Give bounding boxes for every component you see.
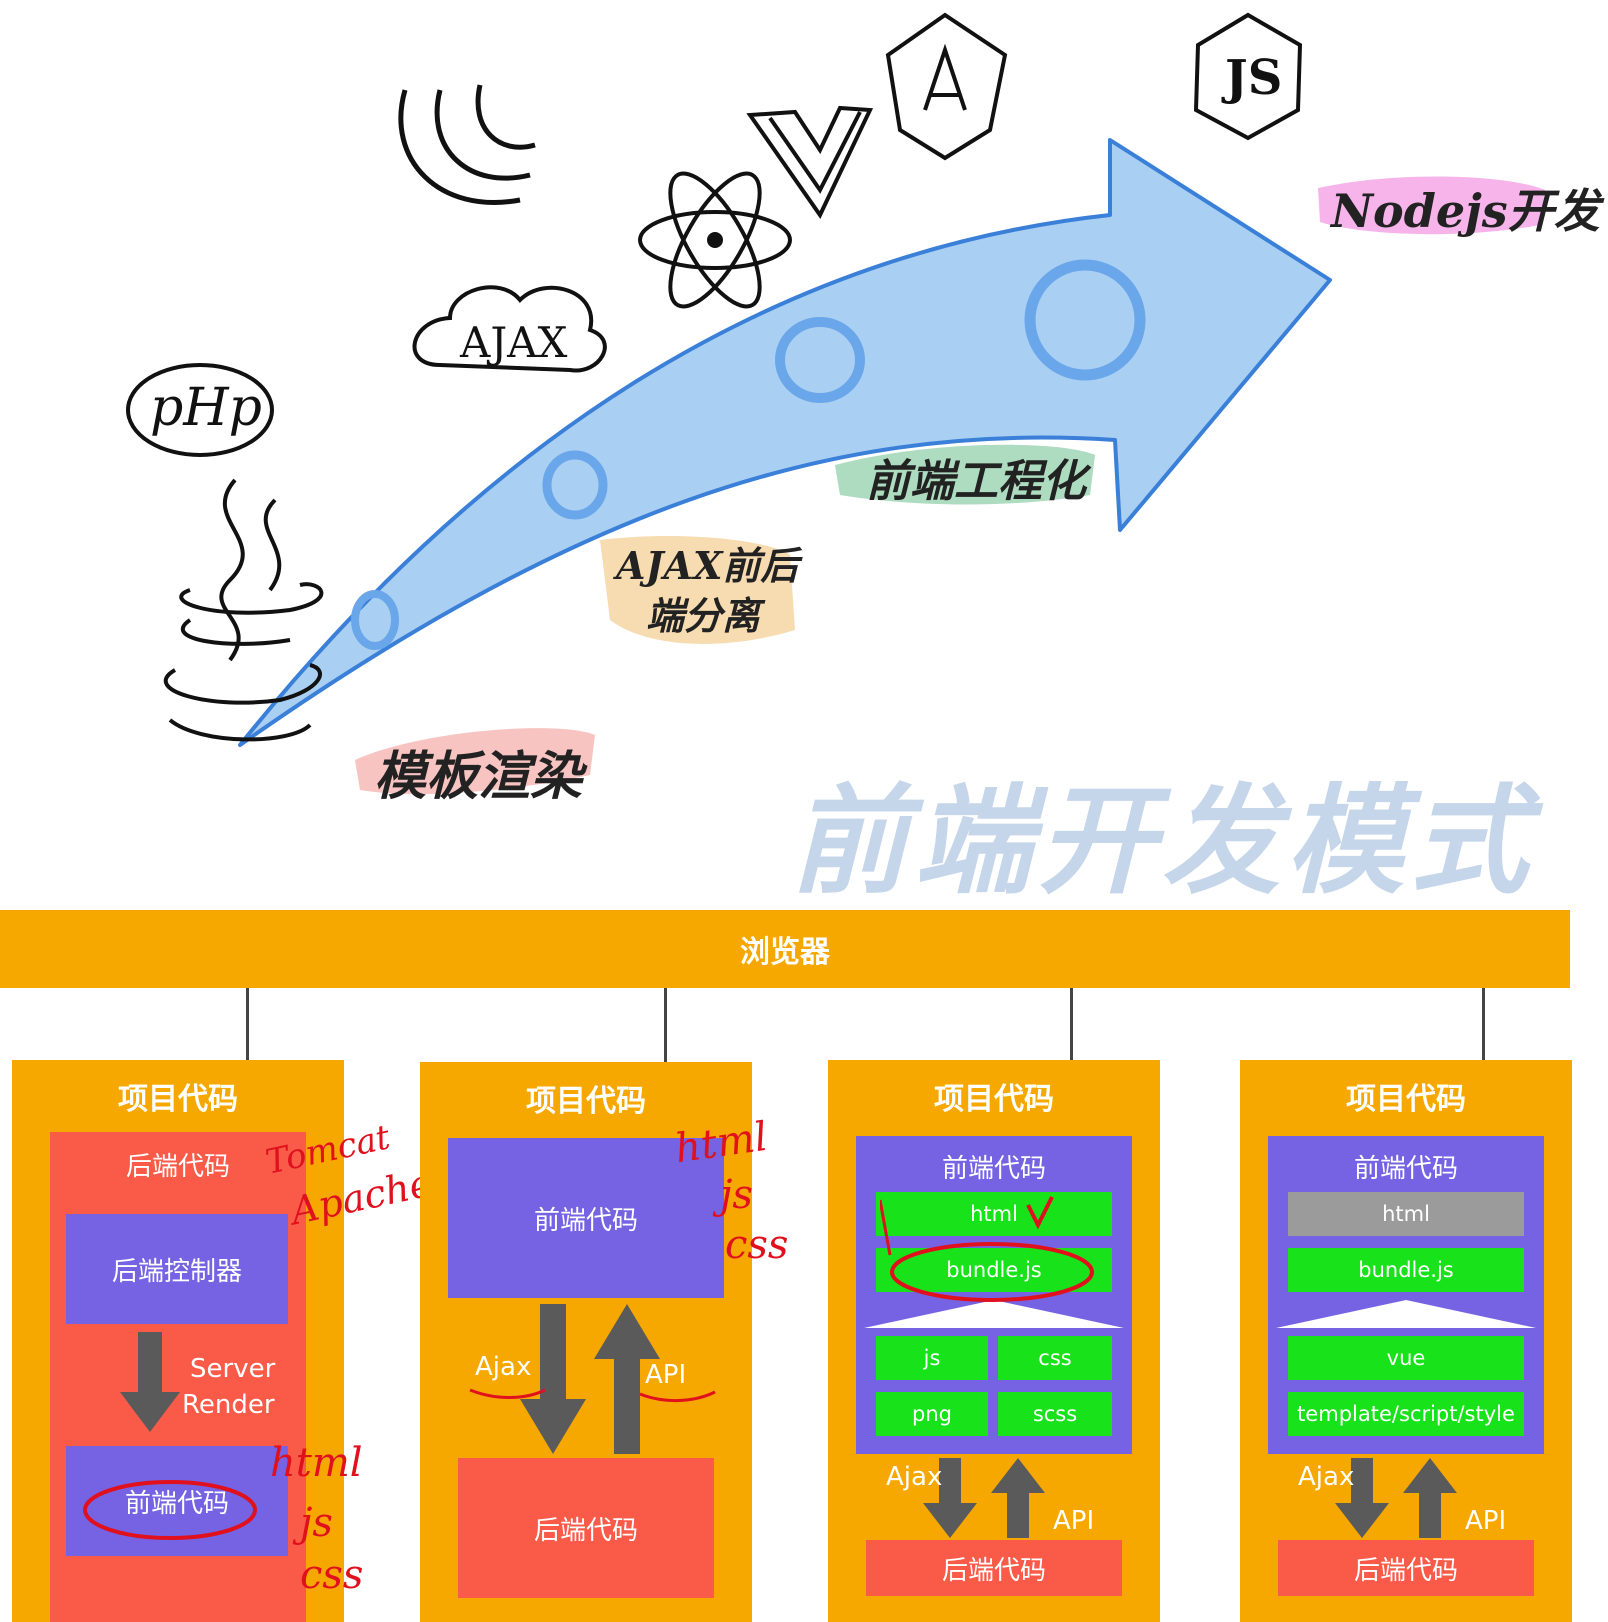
column-4-html: html	[1288, 1192, 1524, 1236]
ajax-cloud-outline	[412, 285, 607, 373]
ajax-separation-highlight	[600, 535, 795, 644]
arrow-dot-2	[542, 450, 608, 520]
angular-icon	[885, 12, 1008, 161]
browser-label: 浏览器	[740, 935, 830, 970]
dev-evolution-sketch: pHp AJAX JS 模板渲染 AJAX前后 端分离 前端工程化 Nodejs…	[126, 12, 1600, 910]
column-3-png-label: png	[912, 1402, 952, 1426]
column-4-tss: template/script/style	[1288, 1392, 1524, 1436]
column-4-frontend: 前端代码 html bundle.js vue template/script/…	[1268, 1136, 1544, 1454]
note-css-1: css	[300, 1552, 364, 1598]
column-1-controller: 后端控制器	[66, 1214, 288, 1324]
column-3-api: API	[1053, 1506, 1095, 1536]
column-2-ajax-api-arrows	[520, 1304, 660, 1454]
column-2-frontend: 前端代码	[448, 1138, 724, 1298]
php-logo-outline	[126, 363, 274, 457]
stage-ajax-separation-line2: 端分离	[646, 593, 761, 638]
ajax-logo-text: AJAX	[460, 318, 568, 367]
column-4-vue: vue	[1288, 1336, 1524, 1380]
column-4-frontend-label: 前端代码	[1353, 1154, 1458, 1184]
column-3-ajax-api-arrows	[923, 1458, 1045, 1538]
column-4-bundle-label: bundle.js	[1358, 1258, 1454, 1282]
stage-ajax-separation-line1: AJAX前后	[616, 543, 799, 588]
evolution-arrow	[238, 138, 1332, 747]
arrow-dot-1	[351, 590, 399, 650]
note-css-2: css	[725, 1222, 789, 1268]
template-render-highlight	[355, 728, 595, 795]
column-3-html-label: html	[970, 1202, 1018, 1226]
node-icon	[1193, 12, 1303, 141]
node-logo-text: JS	[1225, 50, 1283, 106]
column-2-title: 项目代码	[526, 1084, 646, 1119]
column-2-underlines	[469, 1388, 716, 1403]
column-4-api: API	[1465, 1506, 1507, 1536]
column-4-ajax-api-arrows	[1335, 1458, 1457, 1538]
column-1-backend-label: 后端代码	[125, 1152, 230, 1182]
column-1-server: Server	[190, 1354, 276, 1384]
column-3-frontend: 前端代码 html bundle.js js css png scss	[856, 1136, 1132, 1454]
sketch-drawing	[126, 12, 1545, 795]
jquery-icon	[398, 84, 536, 205]
column-2-backend: 后端代码	[458, 1458, 714, 1598]
browser-bar: 浏览器	[0, 910, 1570, 988]
engineering-highlight	[835, 444, 1095, 505]
column-2-ajax: Ajax	[475, 1352, 532, 1382]
column-4-title: 项目代码	[1346, 1082, 1466, 1117]
arrow-dot-3	[775, 317, 865, 403]
note-js-2: js	[720, 1172, 753, 1218]
column-1-title: 项目代码	[118, 1082, 238, 1117]
column-4-tss-label: template/script/style	[1297, 1402, 1515, 1426]
column-1-project: 项目代码 后端代码 后端控制器 Server Render 前端代码	[12, 1060, 344, 1622]
column-1-down-arrow	[120, 1332, 180, 1432]
column-4-html-label: html	[1382, 1202, 1430, 1226]
column-3-scss-label: scss	[1032, 1402, 1078, 1426]
stage-nodejs: Nodejs开发	[1331, 184, 1600, 238]
browser-line-2	[664, 988, 667, 1128]
column-3-css-label: css	[1038, 1346, 1072, 1370]
column-4-backend: 后端代码	[1278, 1540, 1534, 1596]
column-3-png: png	[876, 1392, 988, 1436]
php-logo-text: pHp	[150, 378, 262, 438]
column-3-js-label: js	[923, 1346, 941, 1370]
column-3-title: 项目代码	[934, 1082, 1054, 1117]
column-4-build-arrow	[1276, 1300, 1536, 1328]
column-4-ajax: Ajax	[1298, 1462, 1355, 1492]
stage-template-render: 模板渲染	[374, 746, 583, 807]
nodejs-highlight	[1318, 176, 1545, 235]
column-1-render: Render	[182, 1390, 275, 1420]
column-2-backend-label: 后端代码	[533, 1515, 638, 1546]
column-3-project: 项目代码 前端代码 html bundle.js js css png scss…	[828, 1060, 1160, 1622]
react-icon	[638, 171, 792, 309]
arrow-dot-4	[1024, 259, 1146, 381]
column-2-api: API	[645, 1360, 687, 1390]
column-2-frontend-label: 前端代码	[533, 1205, 638, 1236]
note-js-1: js	[300, 1500, 333, 1546]
java-icon	[163, 478, 324, 742]
column-4-project: 项目代码 前端代码 html bundle.js vue template/sc…	[1240, 1060, 1572, 1622]
column-3-backend: 后端代码	[866, 1540, 1122, 1596]
column-3-ajax: Ajax	[886, 1462, 943, 1492]
column-3-backend-label: 后端代码	[941, 1555, 1046, 1586]
column-4-bundle: bundle.js	[1288, 1248, 1524, 1292]
column-3-build-arrow	[864, 1300, 1124, 1328]
column-4-vue-label: vue	[1386, 1346, 1426, 1370]
column-1-frontend-circle	[83, 1480, 257, 1540]
column-3-scss: scss	[998, 1392, 1112, 1436]
column-1-controller-label: 后端控制器	[111, 1256, 242, 1287]
column-3-css: css	[998, 1336, 1112, 1380]
watermark-title: 前端开发模式	[790, 771, 1535, 910]
stage-frontend-engineering: 前端工程化	[866, 456, 1086, 507]
column-1-backend: 后端代码 后端控制器 Server Render 前端代码	[50, 1132, 306, 1622]
column-3-bundle-label: bundle.js	[946, 1258, 1042, 1282]
column-3-frontend-label: 前端代码	[941, 1154, 1046, 1184]
column-3-js: js	[876, 1336, 988, 1380]
column-3-annotations	[880, 1196, 1094, 1302]
column-3-html: html	[876, 1192, 1112, 1236]
vue-icon	[746, 105, 874, 219]
note-html-1: html	[270, 1440, 363, 1486]
column-4-backend-label: 后端代码	[1353, 1555, 1458, 1586]
column-2-project: 项目代码 前端代码 Ajax API 后端代码	[420, 1062, 752, 1622]
column-1-frontend-label: 前端代码	[124, 1488, 229, 1519]
